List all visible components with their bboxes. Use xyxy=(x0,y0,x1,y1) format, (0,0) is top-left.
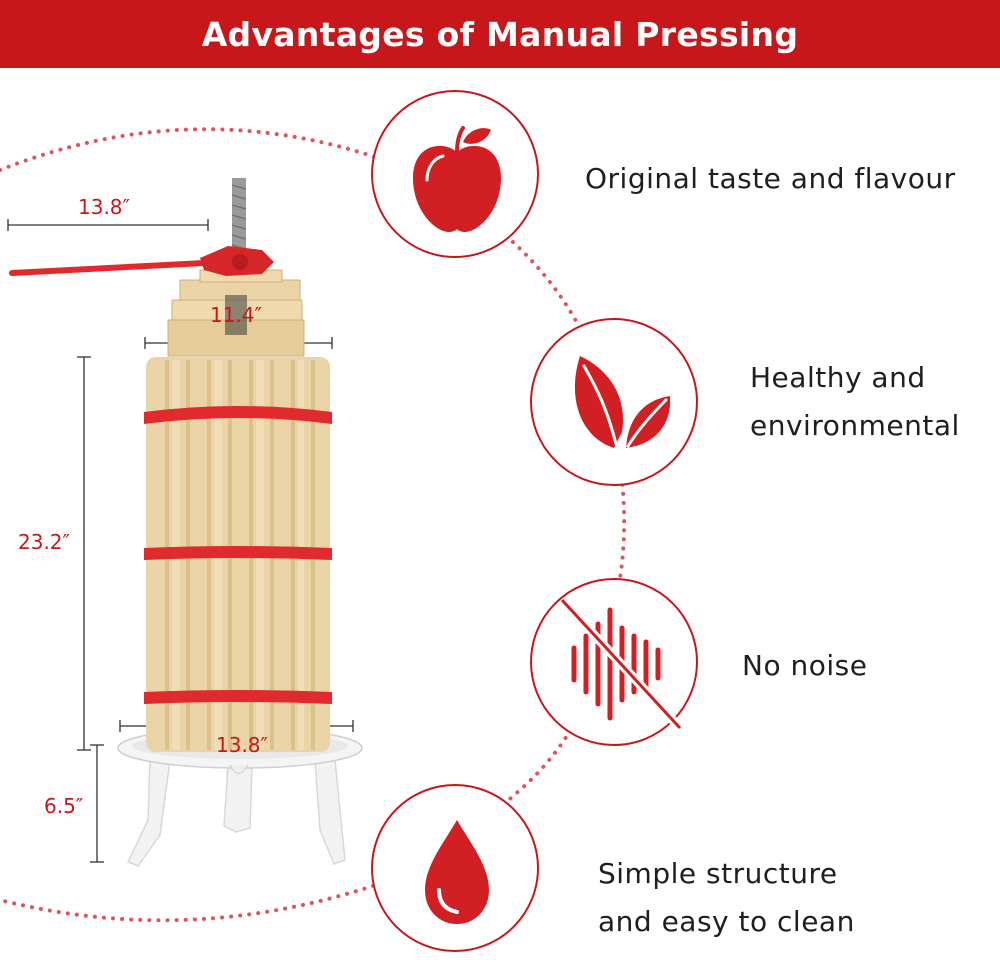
feature-drop-text: Simple structure and easy to clean xyxy=(598,850,855,946)
feature-leaf-text: Healthy and environmental xyxy=(750,354,960,450)
leaf-icon xyxy=(574,356,671,448)
feature-apple-circle xyxy=(371,90,539,258)
page-title: Advantages of Manual Pressing xyxy=(201,14,799,54)
base-width-label: 13.8″ xyxy=(216,733,269,757)
feature-line: Simple structure xyxy=(598,857,838,890)
feature-leaf-circle xyxy=(530,318,698,486)
title-banner: Advantages of Manual Pressing xyxy=(0,0,1000,68)
handle-width-label: 13.8″ xyxy=(78,195,131,219)
dotted-arc xyxy=(0,127,627,923)
feature-line: environmental xyxy=(750,409,960,442)
feature-apple-text: Original taste and flavour xyxy=(585,155,956,203)
press-screw xyxy=(9,178,274,276)
feature-drop-circle xyxy=(371,784,539,952)
feature-line: Original taste and flavour xyxy=(585,162,956,195)
feature-line: No noise xyxy=(742,649,868,682)
body-height-label: 23.2″ xyxy=(18,530,71,554)
water-drop-icon xyxy=(425,820,489,924)
feature-no-noise-circle xyxy=(530,578,698,746)
barrel-body xyxy=(144,357,332,752)
feature-no-noise-text: No noise xyxy=(742,642,867,690)
stand-height-label: 6.5″ xyxy=(44,794,84,818)
feature-line: Healthy and xyxy=(750,361,926,394)
press-plates xyxy=(167,269,305,357)
no-noise-icon xyxy=(558,596,684,732)
feature-line: and easy to clean xyxy=(598,905,855,938)
apple-icon xyxy=(413,126,501,232)
top-width-label: 11.4″ xyxy=(210,303,263,327)
